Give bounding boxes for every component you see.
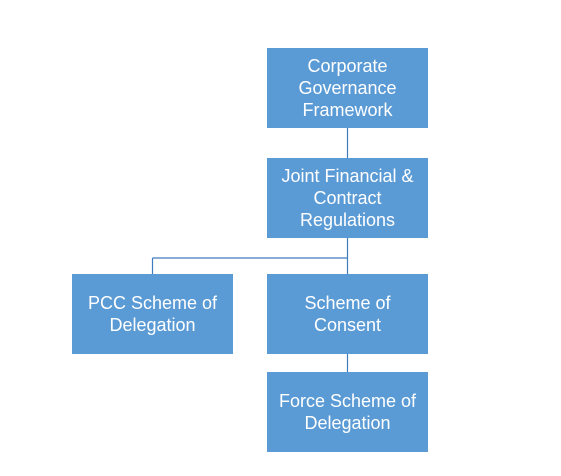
node-label: Scheme of Consent [304, 293, 391, 335]
node-scheme-of-consent: Scheme of Consent [267, 274, 428, 354]
node-force-scheme-of-delegation: Force Scheme of Delegation [267, 372, 428, 452]
node-label: Joint Financial & Contract Regulations [281, 166, 414, 230]
node-label: PCC Scheme of Delegation [87, 293, 218, 335]
node-corporate-governance-framework: Corporate Governance Framework [267, 48, 428, 128]
node-label: Corporate Governance Framework [298, 56, 397, 120]
node-label: Force Scheme of Delegation [278, 391, 417, 433]
node-joint-financial-contract-regulations: Joint Financial & Contract Regulations [267, 158, 428, 238]
node-pcc-scheme-of-delegation: PCC Scheme of Delegation [72, 274, 233, 354]
